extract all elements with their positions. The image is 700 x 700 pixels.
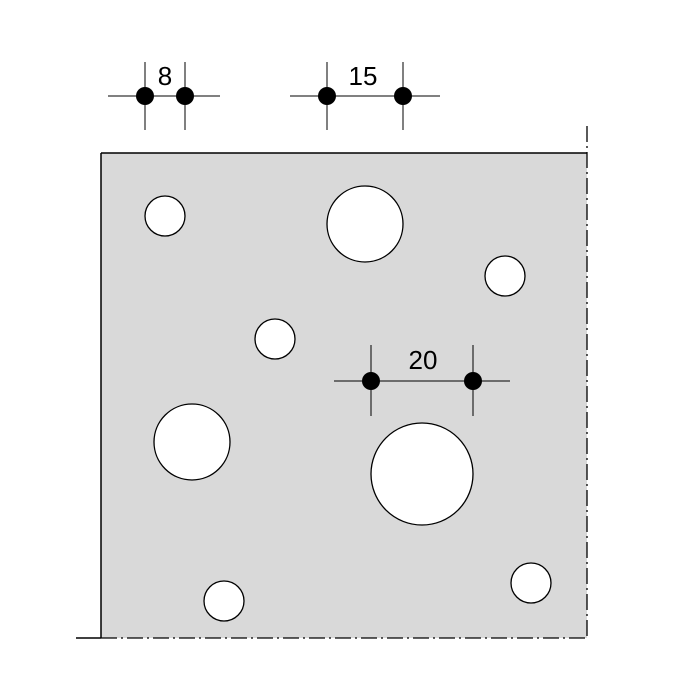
hole-small [203, 580, 245, 622]
dimension-label-medium: 15 [349, 61, 378, 91]
dimension-dot-right [176, 87, 194, 105]
hole-large [370, 422, 474, 526]
dimension-dot-left [136, 87, 154, 105]
hole-medium [326, 185, 404, 263]
hole-small [510, 562, 552, 604]
hole-small [484, 255, 526, 297]
dimension-dot-left [318, 87, 336, 105]
dimension-label-large: 20 [409, 345, 438, 375]
dimension-label-small: 8 [158, 61, 172, 91]
dimension-medium: 15 [290, 61, 440, 130]
holes [144, 185, 552, 622]
hole-small [144, 195, 186, 237]
hole-small [254, 318, 296, 360]
dimension-small: 8 [108, 61, 220, 130]
dimension-large: 20 [334, 345, 510, 416]
hole-large [153, 403, 231, 481]
dimension-dot-right [394, 87, 412, 105]
dimension-dot-left [362, 372, 380, 390]
dimension-dot-right [464, 372, 482, 390]
